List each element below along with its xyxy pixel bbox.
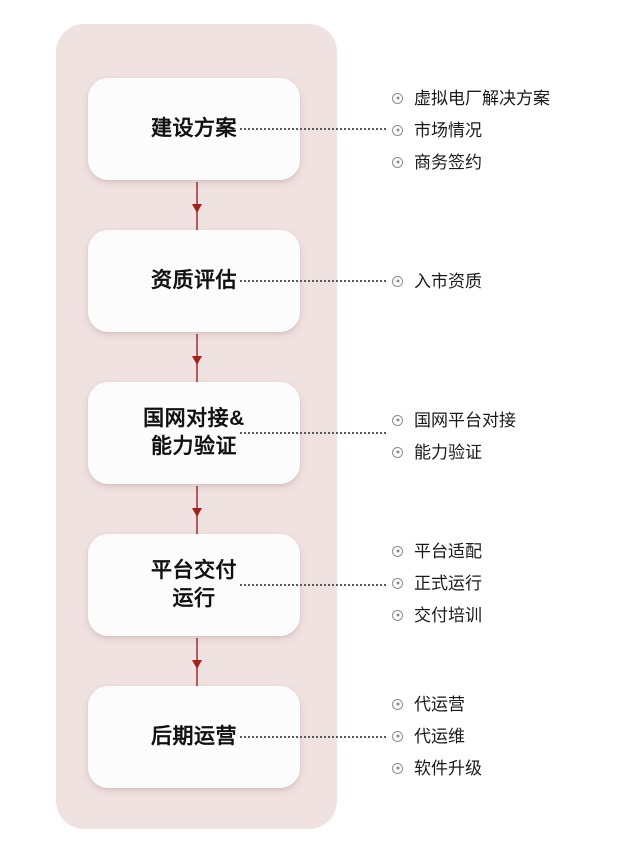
list-item: 能力验证 — [392, 436, 628, 468]
ring-dot-bullet-icon — [392, 577, 403, 589]
bullet-text: 代运维 — [414, 726, 465, 746]
bullet-text: 国网平台对接 — [414, 410, 516, 430]
bullet-group-1: 虚拟电厂解决方案 市场情况 商务签约 — [392, 82, 628, 178]
stage-label-2: 资质评估 — [151, 269, 237, 293]
ring-dot-bullet-icon — [392, 92, 403, 104]
stage-label-4: 平台交付 运行 — [151, 559, 237, 610]
ring-dot-bullet-icon — [392, 545, 403, 557]
ring-dot-bullet-icon — [392, 156, 403, 168]
stage-label-3: 国网对接& 能力验证 — [143, 407, 245, 458]
ring-dot-bullet-icon — [392, 609, 403, 621]
bullet-text: 入市资质 — [414, 271, 482, 291]
list-item: 代运营 — [392, 688, 628, 720]
bullet-text: 能力验证 — [414, 442, 482, 462]
ring-dot-bullet-icon — [392, 414, 403, 426]
bullet-group-4: 平台适配 正式运行 交付培训 — [392, 535, 628, 631]
ring-dot-bullet-icon — [392, 446, 403, 458]
list-item: 交付培训 — [392, 599, 628, 631]
bullet-text: 交付培训 — [414, 605, 482, 625]
dotted-leader-icon-5 — [240, 736, 386, 738]
list-item: 正式运行 — [392, 567, 628, 599]
list-item: 入市资质 — [392, 265, 628, 297]
bullet-group-5: 代运营 代运维 软件升级 — [392, 688, 628, 784]
ring-dot-bullet-icon — [392, 730, 403, 742]
down-arrow-icon-1 — [192, 182, 202, 232]
list-item: 软件升级 — [392, 752, 628, 784]
list-item: 虚拟电厂解决方案 — [392, 82, 628, 114]
list-item: 市场情况 — [392, 114, 628, 146]
dotted-leader-icon-3 — [240, 432, 386, 434]
bullet-text: 平台适配 — [414, 541, 482, 561]
bullet-group-3: 国网平台对接 能力验证 — [392, 404, 628, 468]
bullet-text: 市场情况 — [414, 120, 482, 140]
stage-label-1: 建设方案 — [151, 117, 237, 141]
down-arrow-icon-2 — [192, 334, 202, 384]
list-item: 国网平台对接 — [392, 404, 628, 436]
bullet-text: 软件升级 — [414, 758, 482, 778]
down-arrow-icon-4 — [192, 638, 202, 688]
bullet-text: 商务签约 — [414, 152, 482, 172]
dotted-leader-icon-1 — [240, 128, 386, 130]
list-item: 代运维 — [392, 720, 628, 752]
bullet-group-2: 入市资质 — [392, 265, 628, 297]
ring-dot-bullet-icon — [392, 124, 403, 136]
bullet-text: 代运营 — [414, 694, 465, 714]
dotted-leader-icon-2 — [240, 280, 386, 282]
ring-dot-bullet-icon — [392, 275, 403, 287]
ring-dot-bullet-icon — [392, 762, 403, 774]
list-item: 商务签约 — [392, 146, 628, 178]
list-item: 平台适配 — [392, 535, 628, 567]
stage-label-5: 后期运营 — [151, 725, 237, 749]
bullet-text: 正式运行 — [414, 573, 482, 593]
bullet-text: 虚拟电厂解决方案 — [414, 88, 550, 108]
ring-dot-bullet-icon — [392, 698, 403, 710]
dotted-leader-icon-4 — [240, 584, 386, 586]
down-arrow-icon-3 — [192, 486, 202, 536]
